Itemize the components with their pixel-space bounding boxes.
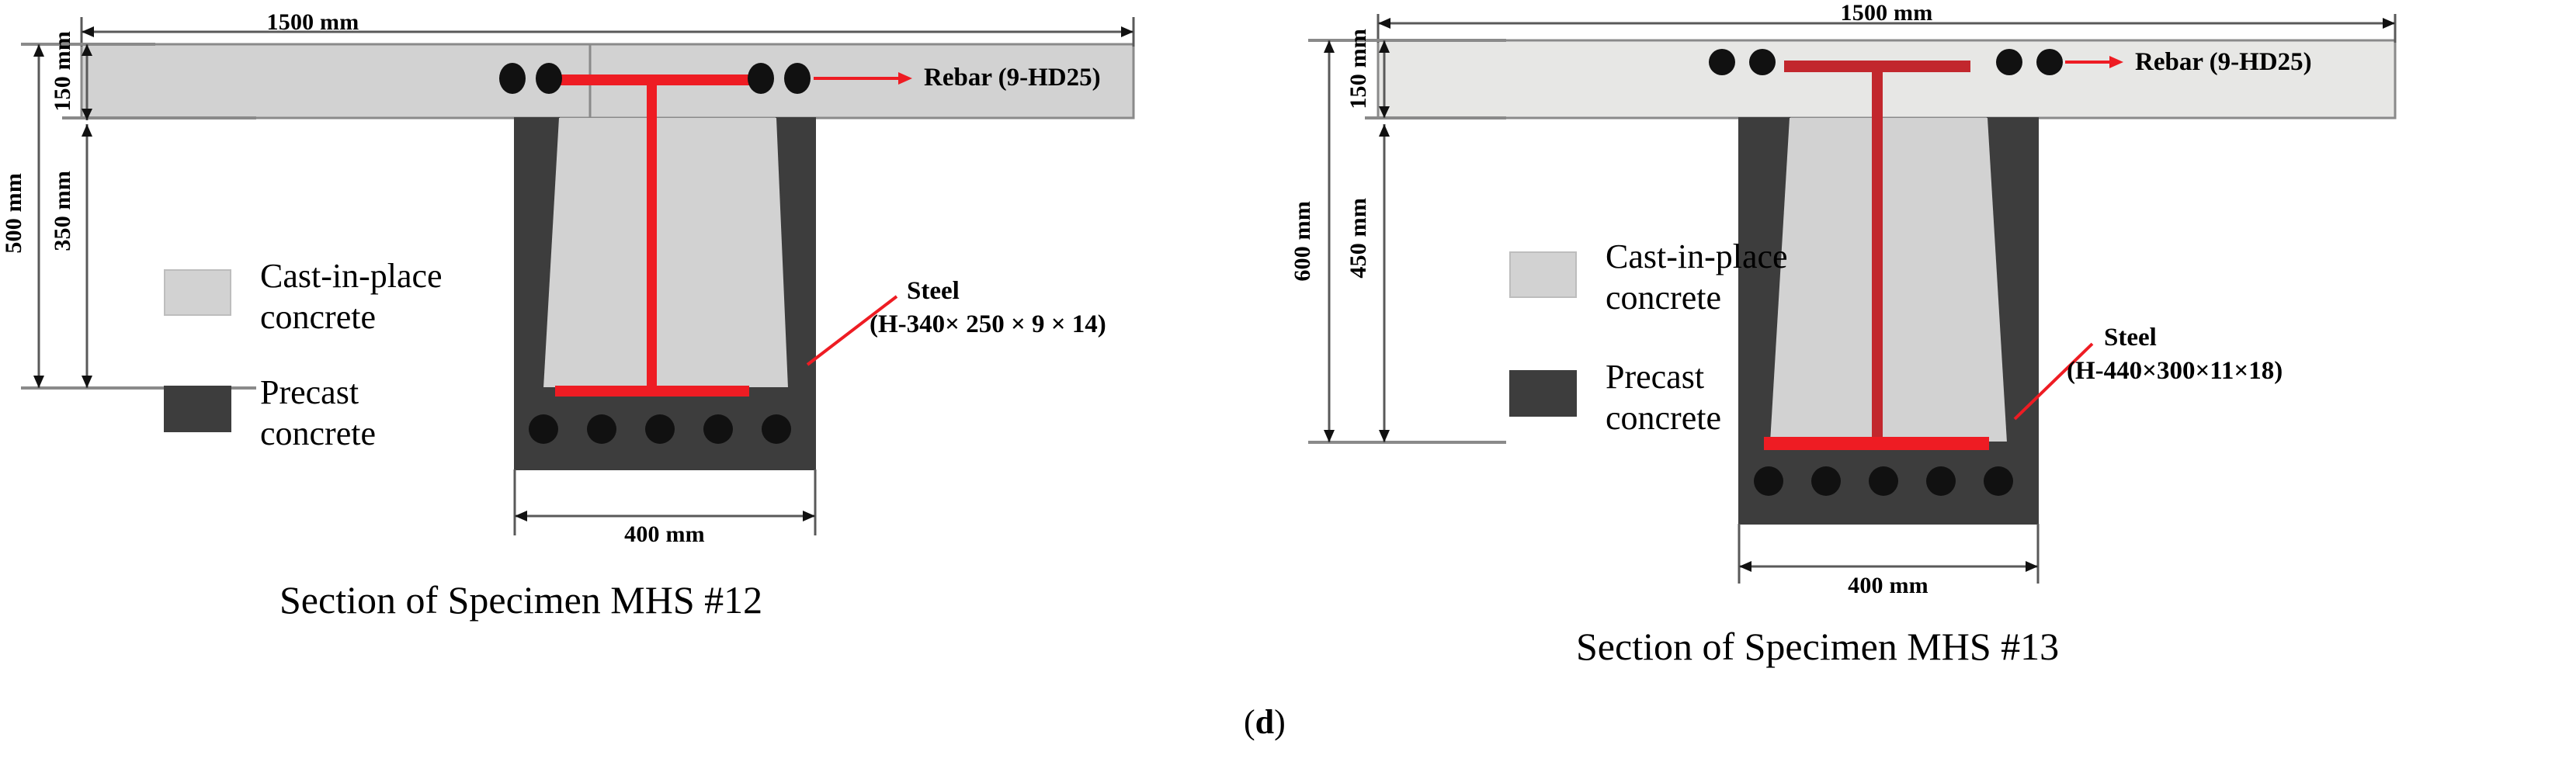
mhs12-caption: Section of Specimen MHS #12	[279, 578, 763, 622]
mhs12-rebar-dot	[784, 63, 811, 94]
mhs13-rebar-dot	[1996, 49, 2022, 75]
mhs12-dim-arrow	[82, 376, 92, 388]
mhs13-dim-label-slab-depth: 150 mm	[1345, 28, 1372, 109]
mhs12-rebar-dot	[645, 414, 675, 444]
mhs12-rebar-dot	[703, 414, 733, 444]
mhs13-dim-arrow	[1379, 124, 1390, 137]
mhs13-legend-label-cast-in-place-line2: concrete	[1606, 279, 1721, 317]
mhs12-dim-label-slab-depth: 150 mm	[50, 30, 76, 112]
mhs13-rebar-dot	[1984, 466, 2013, 496]
mhs12-rebar-dot	[529, 414, 558, 444]
specimen-panel-mhs12: 1500 mm 500 mm 150 mm 350 mm 400 mm Reba…	[0, 0, 1273, 762]
mhs13-dim-label-overall-depth: 600 mm	[1290, 200, 1316, 282]
mhs13-caption: Section of Specimen MHS #13	[1576, 625, 2060, 668]
mhs12-legend-label-precast-line2: concrete	[260, 414, 376, 452]
mhs12-rebar-dot	[536, 63, 562, 94]
mhs13-rebar-dot	[2036, 49, 2063, 75]
mhs12-core-cast-in-place	[543, 118, 788, 388]
mhs12-dim-label-web-depth: 350 mm	[50, 170, 76, 251]
mhs12-dim-arrow	[82, 44, 92, 56]
mhs12-dim-label-top-width: 1500 mm	[266, 9, 359, 35]
mhs12-steel-top-flange	[555, 74, 749, 85]
mhs12-legend-label-cast-in-place-line1: Cast-in-place	[260, 257, 443, 295]
mhs13-rebar-dot	[1709, 49, 1735, 75]
mhs12-legend-label-cast-in-place-line2: concrete	[260, 298, 376, 336]
mhs13-steel-leader-line	[2013, 342, 2094, 421]
mhs12-dim-arrow	[82, 26, 94, 37]
mhs12-dim-arrow	[82, 124, 92, 137]
mhs13-dim-arrow	[1379, 430, 1390, 442]
mhs12-steel-leader-line	[806, 295, 898, 366]
mhs12-legend-label-precast-line1: Precast	[260, 373, 359, 411]
mhs13-callout-steel-title: Steel	[2104, 324, 2157, 352]
mhs13-dim-arrow	[1379, 106, 1390, 118]
mhs13-dim-label-top-width: 1500 mm	[1840, 0, 1933, 26]
mhs13-legend-label-precast-line2: concrete	[1606, 399, 1721, 437]
mhs12-rebar-dot	[748, 63, 774, 94]
mhs13-rebar-dot	[1926, 466, 1956, 496]
mhs12-rebar-leader-arrow	[898, 72, 912, 85]
mhs13-dim-arrow	[2026, 561, 2038, 572]
mhs12-dim-arrow	[803, 511, 815, 521]
mhs13-core-cast-in-place	[1770, 118, 2007, 442]
mhs12-rebar-dot	[587, 414, 616, 444]
mhs12-callout-rebar: Rebar (9-HD25)	[924, 64, 1101, 92]
mhs13-legend-swatch-precast	[1509, 370, 1577, 417]
mhs12-callout-steel-title: Steel	[907, 277, 960, 305]
mhs13-dim-arrow	[1378, 18, 1390, 29]
mhs12-legend-swatch-precast	[164, 386, 231, 432]
mhs13-rebar-dot	[1811, 466, 1841, 496]
mhs13-rebar-leader-arrow	[2109, 56, 2123, 68]
mhs12-dim-arrow	[1121, 26, 1134, 37]
subfigure-label-open-paren: (	[1244, 703, 1255, 741]
mhs13-callout-rebar: Rebar (9-HD25)	[2135, 48, 2312, 76]
mhs13-legend-label-cast-in-place-line1: Cast-in-place	[1606, 237, 1788, 275]
mhs13-dim-arrow	[2383, 18, 2395, 29]
mhs13-dim-arrow	[1324, 40, 1335, 53]
mhs12-dim-arrow	[82, 109, 92, 120]
mhs13-steel-bottom-flange	[1764, 437, 1989, 450]
mhs12-dim-arrow	[515, 511, 527, 521]
mhs12-steel-bottom-flange	[555, 386, 749, 397]
mhs13-legend-label-precast-line1: Precast	[1606, 358, 1705, 396]
mhs12-rebar-dot	[499, 63, 526, 94]
mhs13-legend-swatch-cast-in-place	[1509, 251, 1577, 298]
mhs13-dim-label-web-depth: 450 mm	[1345, 197, 1372, 279]
mhs12-dim-arrow	[33, 376, 44, 388]
mhs12-callout-steel-spec: (H-340× 250 × 9 × 14)	[870, 310, 1106, 338]
mhs12-section-drawing	[21, 17, 1135, 535]
mhs12-dim-label-bottom-width: 400 mm	[624, 521, 705, 547]
mhs13-dim-arrow	[1324, 430, 1335, 442]
mhs13-rebar-dot	[1869, 466, 1898, 496]
mhs12-steel-web	[647, 81, 657, 391]
subfigure-label-letter: d	[1255, 703, 1275, 741]
mhs13-dim-label-bottom-width: 400 mm	[1848, 573, 1929, 598]
mhs12-rebar-dot	[762, 414, 791, 444]
specimen-panel-mhs13: 1500 mm 600 mm 150 mm 450 mm 400 mm Reba…	[1273, 0, 2576, 762]
mhs13-dim-arrow	[1739, 561, 1751, 572]
mhs13-steel-web	[1872, 68, 1883, 445]
mhs13-steel-top-flange	[1784, 61, 1970, 72]
mhs12-dim-label-overall-depth: 500 mm	[1, 172, 27, 254]
subfigure-label-close-paren: )	[1274, 703, 1286, 741]
mhs13-section-drawing	[1308, 14, 2397, 584]
mhs13-rebar-dot	[1749, 49, 1776, 75]
mhs13-callout-steel-spec: (H-440×300×11×18)	[2067, 357, 2283, 385]
mhs13-dim-arrow	[1379, 40, 1390, 53]
subfigure-label: (d)	[1244, 702, 1286, 742]
mhs13-rebar-dot	[1754, 466, 1783, 496]
mhs12-dim-arrow	[33, 44, 44, 57]
mhs12-legend-swatch-cast-in-place	[164, 269, 231, 316]
